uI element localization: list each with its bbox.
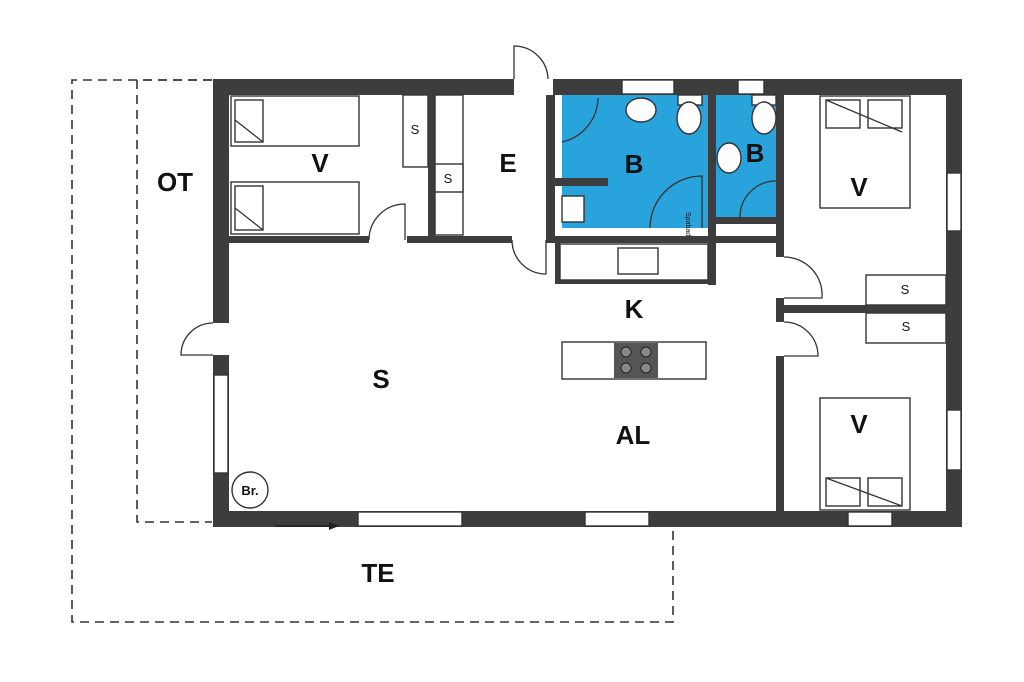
room-label-bedroom-2: V	[850, 172, 868, 202]
room-label-bath-2: B	[746, 138, 765, 168]
room-label-bedroom-1: V	[311, 148, 329, 178]
closet-1	[402, 94, 429, 168]
cooktop-icon	[614, 343, 658, 378]
kitchen-counter	[559, 243, 709, 380]
shower-icon	[561, 195, 585, 223]
terrace-outline	[71, 79, 674, 623]
window	[946, 409, 962, 471]
toilet-icon	[676, 101, 702, 135]
room-label-bedroom-3: V	[850, 409, 868, 439]
window	[737, 79, 765, 95]
bedroom-2-door	[783, 256, 823, 299]
room-label-kitchen: K	[625, 294, 644, 324]
closet-3-box	[865, 274, 947, 306]
interior-walls	[229, 95, 946, 516]
room-label-te: TE	[361, 558, 394, 588]
bath-door	[561, 97, 599, 143]
window	[946, 172, 962, 232]
patio-door	[180, 322, 214, 356]
window	[621, 79, 675, 95]
stove-label: Br.	[241, 483, 258, 498]
closet-label-4: S	[902, 319, 911, 334]
doors	[180, 45, 823, 357]
bedroom-3-bed	[819, 397, 911, 511]
closet-label-1: S	[411, 122, 420, 137]
room-label-ot: OT	[157, 167, 193, 197]
kitchen-sink-icon	[617, 247, 659, 275]
bedroom-2-bed	[819, 95, 911, 209]
entry-arrow	[275, 522, 339, 530]
window	[847, 511, 893, 527]
closet-label-3: S	[901, 282, 910, 297]
window	[584, 511, 650, 527]
spa-label: Spabad	[684, 212, 691, 236]
windows	[213, 79, 962, 527]
covered-terrace-outline	[136, 79, 212, 523]
toilet-icon	[751, 101, 777, 135]
window	[213, 374, 229, 474]
room-label-entrance: E	[499, 148, 516, 178]
room-label-living: S	[372, 364, 389, 394]
sink-icon	[625, 97, 657, 123]
closet-4-box	[865, 312, 947, 344]
bathroom-fixtures	[561, 94, 777, 223]
room-label-alcove: AL	[616, 420, 651, 450]
entrance-door	[513, 45, 549, 80]
window	[357, 511, 463, 527]
wood-stove	[231, 471, 269, 509]
closet-2-box	[434, 163, 464, 193]
bedroom-3-door	[783, 321, 819, 357]
bedroom-1-door	[368, 203, 406, 241]
bath-2-door	[739, 180, 777, 218]
entrance-inner-door	[511, 239, 547, 275]
sink-icon	[716, 142, 742, 174]
room-label-bath-1: B	[625, 149, 644, 179]
bath-inner-door	[649, 175, 703, 229]
closet-label-2: S	[444, 171, 453, 186]
bedroom-1-beds	[230, 95, 360, 235]
